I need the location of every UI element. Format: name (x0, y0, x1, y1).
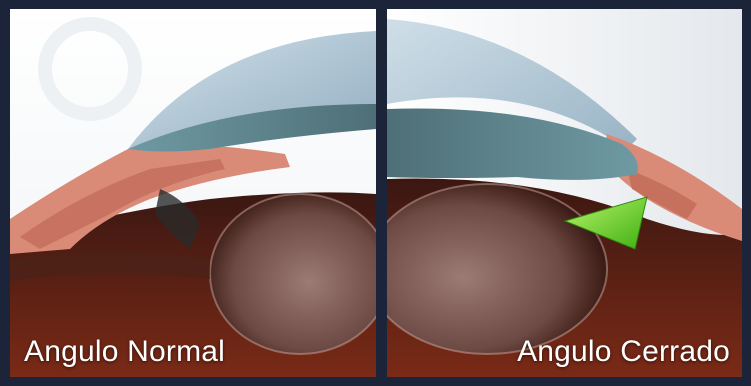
normal-angle-panel: Angulo Normal (10, 9, 376, 377)
normal-angle-caption: Angulo Normal (24, 335, 225, 369)
normal-angle-illustration (10, 9, 376, 377)
closed-angle-panel: Angulo Cerrado (387, 9, 742, 377)
closed-angle-caption: Angulo Cerrado (517, 335, 730, 369)
closed-angle-illustration (387, 9, 742, 377)
